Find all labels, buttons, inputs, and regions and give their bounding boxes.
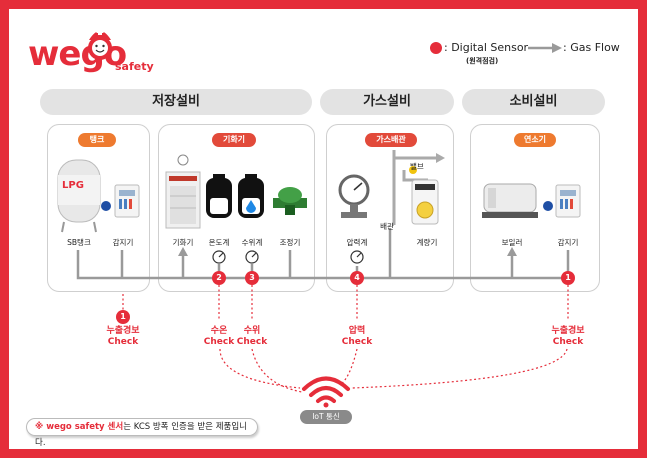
notice-text: 는 KCS 방폭 인증을 받은 제품입니다. (35, 422, 247, 448)
label-detector-1: 감지기 (112, 238, 134, 247)
gas-flow-line (76, 228, 570, 280)
legend-sensor-dot-icon (430, 42, 442, 54)
lpg-text: LPG (62, 180, 84, 191)
boiler-icon (482, 183, 538, 218)
label-valve: 밸브 (410, 162, 424, 171)
check-temp-title: 수온 (210, 326, 228, 336)
label-vaporizer: 기화기 (172, 238, 194, 247)
iot-label: IoT 통신 (300, 410, 352, 424)
label-boiler: 보일러 (501, 238, 523, 247)
check-leak-left: 누출경보 Check (93, 326, 153, 348)
check-water-check: Check (236, 337, 268, 347)
logo-wordmark: wego (28, 34, 127, 74)
sensor-marker-1-right: 1 (561, 271, 575, 285)
label-piping: 배관 (380, 222, 394, 231)
check-temp-check: Check (203, 337, 235, 347)
tag-vaporizer: 기화기 (212, 133, 256, 147)
logo-safety-text: safety (115, 60, 154, 73)
detector-panel-icon (101, 184, 140, 218)
legend-flow-label: : Gas Flow (563, 41, 620, 54)
label-sb-tank: SB탱크 (67, 238, 91, 247)
check-leak-right-check: Check (552, 337, 584, 347)
tag-burner: 연소기 (514, 133, 556, 147)
tag-tank: 탱크 (78, 133, 116, 147)
check-water: 수위 Check (222, 326, 282, 348)
vaporizer-unit-icon (165, 154, 201, 229)
sensor-marker-1-left: 1 (116, 310, 130, 324)
lpg-tank-icon (57, 159, 101, 233)
pressure-gauge-icon (338, 174, 370, 218)
legend-sensor-label: : Digital Sensor (444, 41, 529, 54)
label-pressure-gauge: 압력계 (346, 238, 368, 247)
sensor-marker-3: 3 (245, 271, 259, 285)
wifi-dot-icon (323, 402, 329, 408)
level-sensor-icon (238, 174, 264, 218)
notice-brand: ※ wego safety 센서 (35, 422, 124, 432)
thermometer-sensor-icon (206, 174, 232, 218)
check-leak-left-check: Check (107, 337, 139, 347)
label-detector-2: 감지기 (557, 238, 579, 247)
certification-notice: ※ wego safety 센서는 KCS 방폭 인증을 받은 제품입니다. (26, 418, 258, 448)
section-consume: 소비설비 (462, 89, 605, 115)
check-pressure-check: Check (341, 337, 373, 347)
check-leak-right: 누출경보 Check (538, 326, 598, 348)
wifi-icon (302, 376, 350, 403)
legend-sensor-sublabel: (원격점검) (466, 57, 499, 65)
sensor-marker-4: 4 (350, 271, 364, 285)
label-meter: 계량기 (416, 238, 438, 247)
check-temp: 수온 Check (189, 326, 249, 348)
iot-connection-lines (122, 285, 569, 393)
legend-flow-arrow-icon (528, 43, 562, 53)
check-pressure: 압력 Check (327, 326, 387, 348)
section-gas: 가스설비 (320, 89, 454, 115)
label-regulator: 조정기 (279, 238, 301, 247)
check-water-title: 수위 (243, 326, 261, 336)
gas-meter-icon (411, 179, 439, 225)
helmet-mascot-icon (88, 28, 112, 60)
check-leak-left-title: 누출경보 (106, 326, 140, 336)
regulator-icon (273, 187, 307, 215)
check-pressure-title: 압력 (348, 326, 366, 336)
check-leak-right-title: 누출경보 (551, 326, 585, 336)
label-level-meter: 수위계 (241, 238, 263, 247)
gauge-dial-icons (212, 250, 364, 264)
tag-pipe: 가스배관 (365, 133, 417, 147)
label-thermometer: 온도계 (208, 238, 230, 247)
detector-panel-icon-2 (543, 184, 581, 218)
gas-flow-arrowheads (178, 247, 517, 256)
section-storage: 저장설비 (40, 89, 312, 115)
sensor-marker-2: 2 (212, 271, 226, 285)
